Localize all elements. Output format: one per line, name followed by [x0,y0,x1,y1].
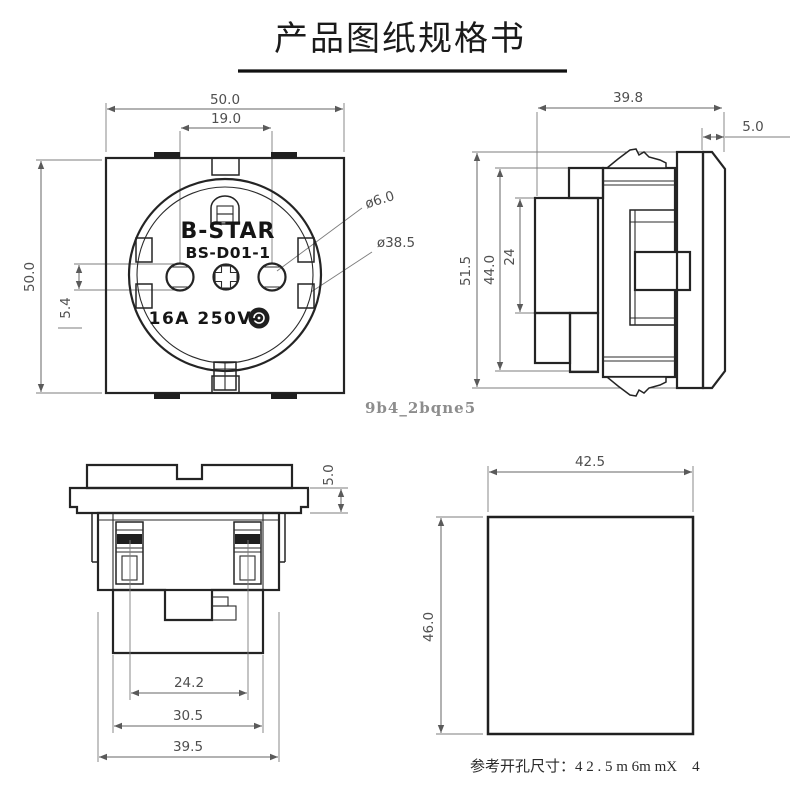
dim-back-overall: 39.5 [173,739,203,755]
back-flange [68,486,310,515]
spring-clip-bottom [604,376,667,397]
dim-side-inner-height: 24 [502,248,518,265]
dim-front-width: 50.0 [210,92,240,108]
bottom-clip-detail [213,361,237,391]
dim-side-body-height: 44.0 [482,255,498,285]
model-label: BS-D01-1 [185,244,270,262]
cutout-note: 参考开孔尺寸：4 2 . 5 m 6m mX 4 [470,758,700,775]
page-title: 产品图纸规格书 [274,19,526,59]
mount-tab-bottom-left [154,393,180,399]
front-flange [701,150,727,390]
front-view-body: B-STAR BS-D01-1 16A 250V- [104,152,346,399]
dim-front-height: 50.0 [22,262,38,292]
mount-tab-top-right [271,152,297,158]
rating-label: 16A 250V- [149,309,260,329]
cutout-dimension-lines [436,466,694,735]
back-lower-body [111,588,265,655]
dim-cutout-height: 46.0 [421,612,437,642]
socket-recess-outer [127,177,323,373]
dim-back-flange-thickness: 5.0 [321,464,337,485]
dim-side-overall-height: 51.5 [458,256,474,286]
front-view-drawing: B-STAR BS-D01-1 16A 250V- 50.0 19.0 50.0… [22,92,415,399]
dim-side-front-protrusion: 5.0 [742,119,763,135]
spring-clip-top [604,148,667,169]
mount-tab-bottom-right [271,393,297,399]
terminal-clip-left [115,521,144,585]
mount-tab-top-left [154,152,180,158]
dim-back-clip-span: 24.2 [174,675,204,691]
dim-side-depth: 39.8 [613,90,643,106]
side-view-body [533,148,727,397]
dim-pin-hole-diameter: ø6.0 [363,188,396,212]
dim-recess-diameter: ø38.5 [377,235,415,251]
terminal-clip-right [233,521,262,585]
back-view-dimension-lines [97,487,348,762]
center-screw [212,263,240,291]
pin-hole-right [257,262,287,292]
cutout-square [486,515,695,736]
side-latch-block [633,250,692,292]
brand-label: B-STAR [180,219,275,244]
cutout-view-drawing: 42.5 46.0 参考开孔尺寸：4 2 . 5 m 6m mX 4 [421,454,700,775]
lock-clip-icon [210,195,240,225]
certification-logo [248,307,270,329]
dim-cutout-width: 42.5 [575,454,605,470]
side-view-dimension-lines [472,104,790,389]
dim-front-pin-offset: 5.4 [58,297,74,318]
back-view-body [68,463,310,655]
watermark-text: 9b4_2bqne5 [365,399,476,417]
title-block: 产品图纸规格书 [238,19,567,73]
dim-back-body-width: 30.5 [173,708,203,724]
pin-hole-left [165,262,195,292]
back-view-drawing: 5.0 24.2 30.5 39.5 [68,463,348,762]
dim-front-pin-span: 19.0 [211,111,241,127]
side-view-drawing: 39.8 5.0 51.5 44.0 24 [458,90,790,397]
socket-recess-inner [136,186,314,364]
